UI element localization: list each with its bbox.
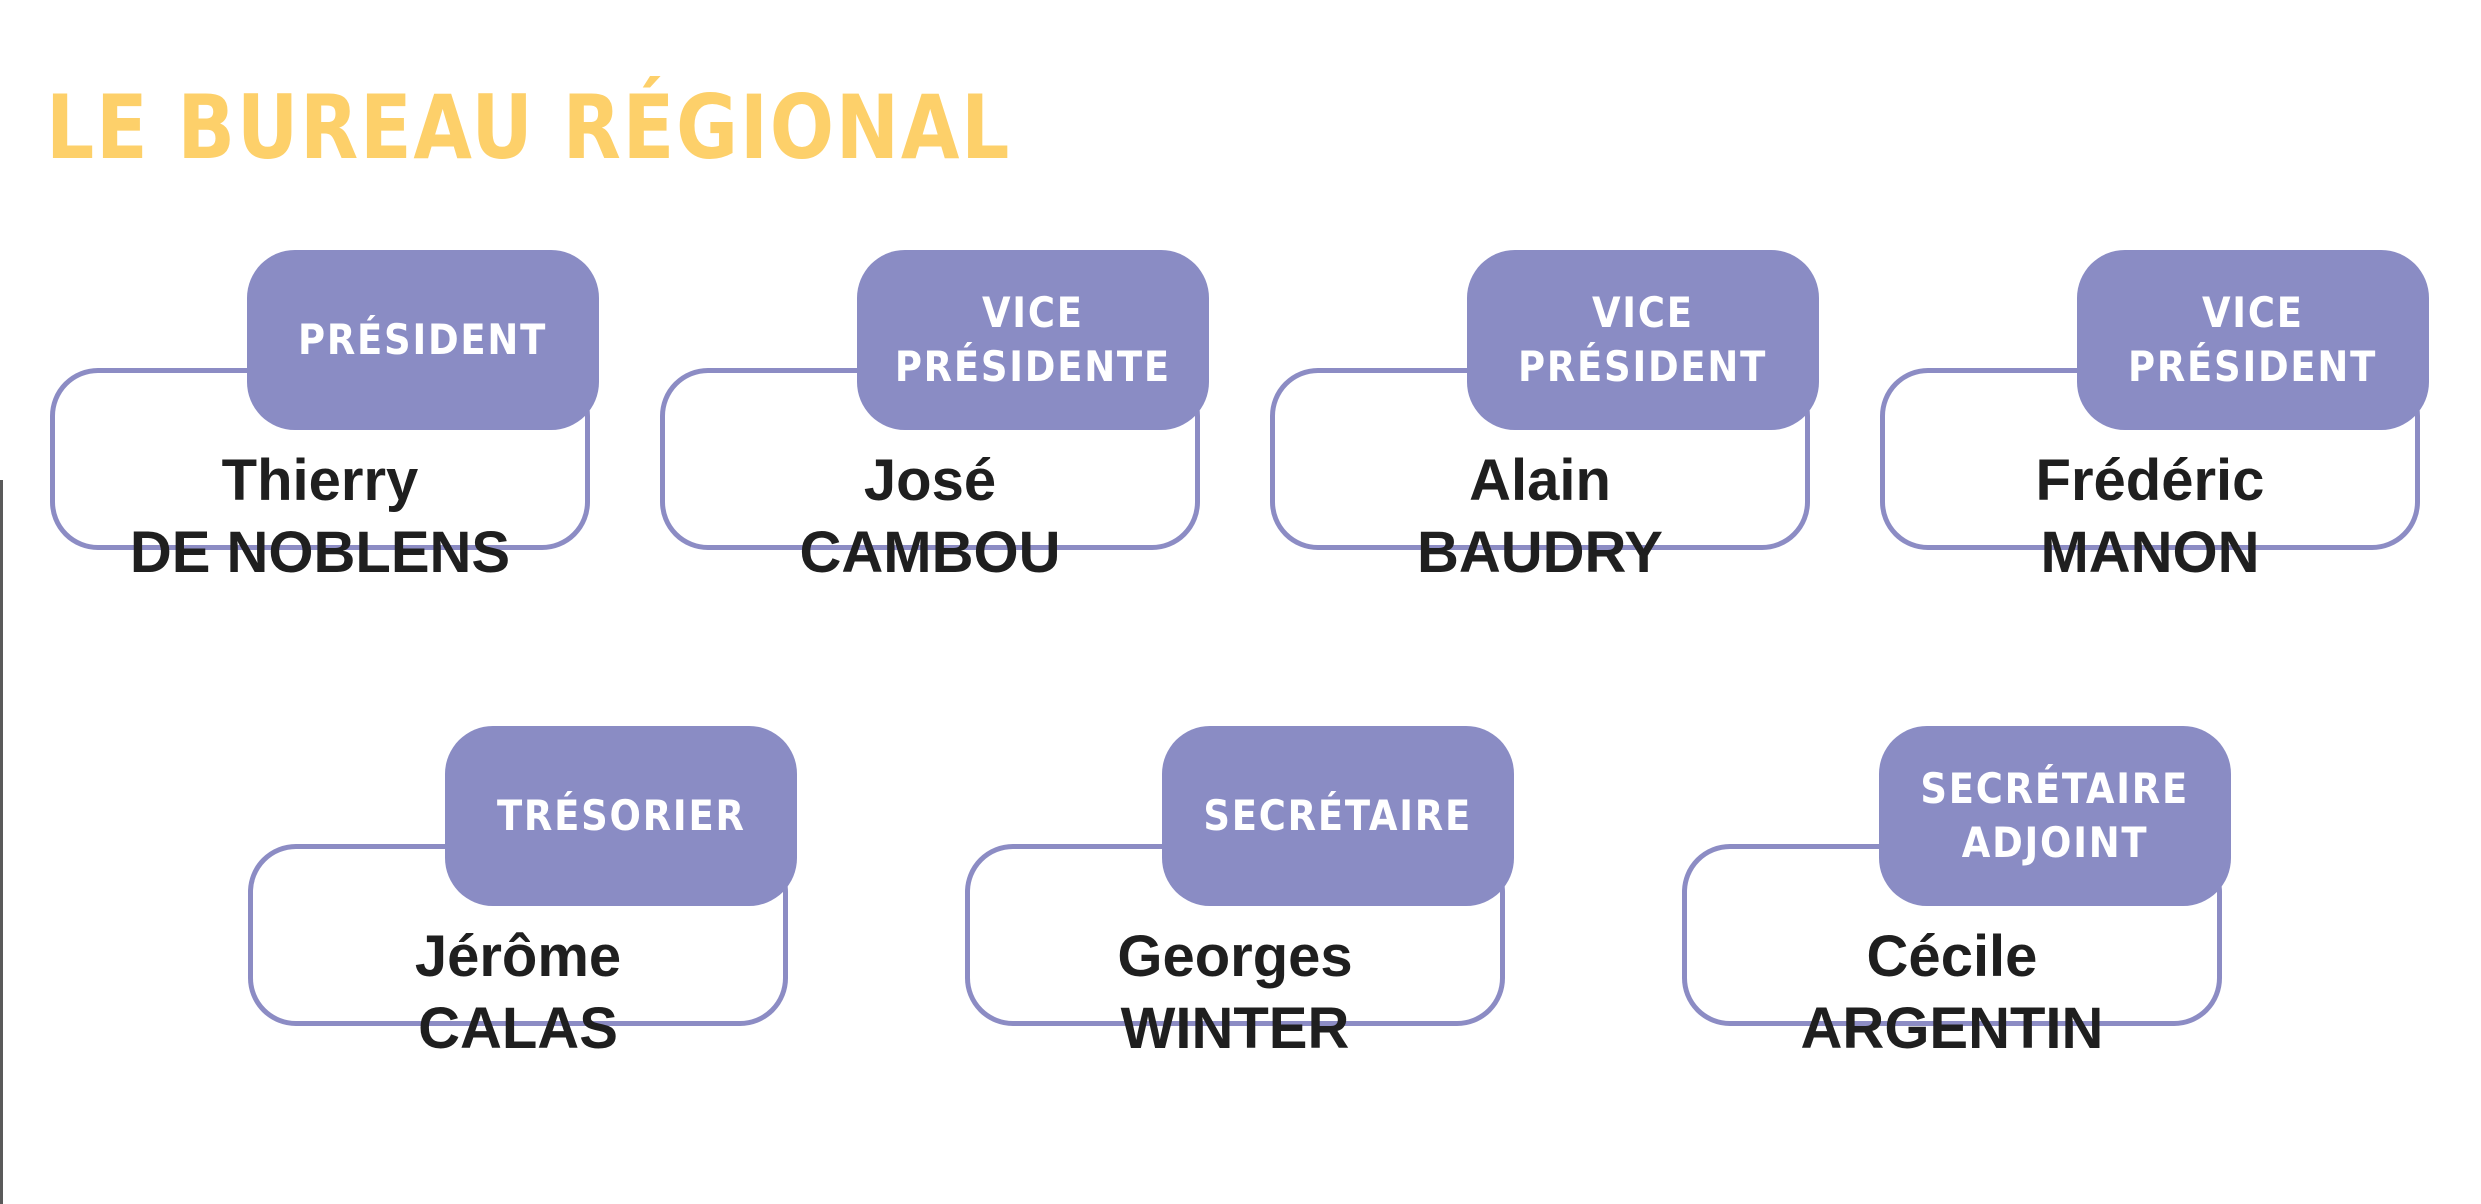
role-label: VICE bbox=[982, 288, 1084, 337]
member-name: Cécile ARGENTIN bbox=[1682, 921, 2222, 1065]
member-first-name: Jérôme bbox=[414, 924, 622, 989]
role-tab: SECRÉTAIRE ADJOINT bbox=[1879, 726, 2231, 906]
member-name: Thierry DE NOBLENS bbox=[50, 445, 590, 589]
role-tab: VICE PRÉSIDENTE bbox=[857, 250, 1209, 430]
member-last-name: BAUDRY bbox=[1417, 520, 1663, 585]
member-card-secretaire-adjoint: SECRÉTAIRE ADJOINT Cécile ARGENTIN bbox=[1682, 726, 2231, 1061]
role-label: TRÉSORIER bbox=[496, 791, 746, 840]
page-edge-rule bbox=[0, 480, 3, 1204]
member-last-name: CALAS bbox=[418, 996, 618, 1061]
member-card-secretaire: SECRÉTAIRE Georges WINTER bbox=[965, 726, 1514, 1061]
role-label: PRÉSIDENTE bbox=[894, 342, 1172, 391]
member-name: Frédéric MANON bbox=[1880, 445, 2420, 589]
role-label: PRÉSIDENT bbox=[1518, 342, 1768, 391]
role-label: VICE bbox=[1592, 288, 1694, 337]
member-first-name: José bbox=[863, 448, 997, 513]
role-label: PRÉSIDENT bbox=[2128, 342, 2378, 391]
member-name: José CAMBOU bbox=[660, 445, 1200, 589]
role-tab: VICE PRÉSIDENT bbox=[1467, 250, 1819, 430]
member-name: Alain BAUDRY bbox=[1270, 445, 1810, 589]
member-card-tresorier: TRÉSORIER Jérôme CALAS bbox=[248, 726, 797, 1061]
member-card-vice-presidente: VICE PRÉSIDENTE José CAMBOU bbox=[660, 250, 1209, 585]
member-name: Jérôme CALAS bbox=[248, 921, 788, 1065]
role-label: VICE bbox=[2202, 288, 2304, 337]
member-card-vice-president-2: VICE PRÉSIDENT Frédéric MANON bbox=[1880, 250, 2429, 585]
role-label: ADJOINT bbox=[1961, 818, 2149, 867]
role-label: SECRÉTAIRE bbox=[1920, 764, 2190, 813]
member-last-name: ARGENTIN bbox=[1800, 996, 2104, 1061]
member-last-name: MANON bbox=[2040, 520, 2260, 585]
member-last-name: DE NOBLENS bbox=[129, 520, 511, 585]
role-tab: SECRÉTAIRE bbox=[1162, 726, 1514, 906]
member-first-name: Cécile bbox=[1866, 924, 2038, 989]
page-title: LE BUREAU RÉGIONAL bbox=[46, 76, 1012, 179]
role-label: PRÉSIDENT bbox=[298, 315, 548, 364]
role-tab: TRÉSORIER bbox=[445, 726, 797, 906]
member-last-name: CAMBOU bbox=[799, 520, 1061, 585]
member-last-name: WINTER bbox=[1120, 996, 1350, 1061]
member-first-name: Alain bbox=[1469, 448, 1611, 513]
member-first-name: Thierry bbox=[221, 448, 419, 513]
member-name: Georges WINTER bbox=[965, 921, 1505, 1065]
member-first-name: Georges bbox=[1117, 924, 1353, 989]
member-card-president: PRÉSIDENT Thierry DE NOBLENS bbox=[50, 250, 599, 585]
role-tab: PRÉSIDENT bbox=[247, 250, 599, 430]
member-first-name: Frédéric bbox=[2035, 448, 2265, 513]
role-tab: VICE PRÉSIDENT bbox=[2077, 250, 2429, 430]
role-label: SECRÉTAIRE bbox=[1203, 791, 1473, 840]
member-card-vice-president-1: VICE PRÉSIDENT Alain BAUDRY bbox=[1270, 250, 1819, 585]
